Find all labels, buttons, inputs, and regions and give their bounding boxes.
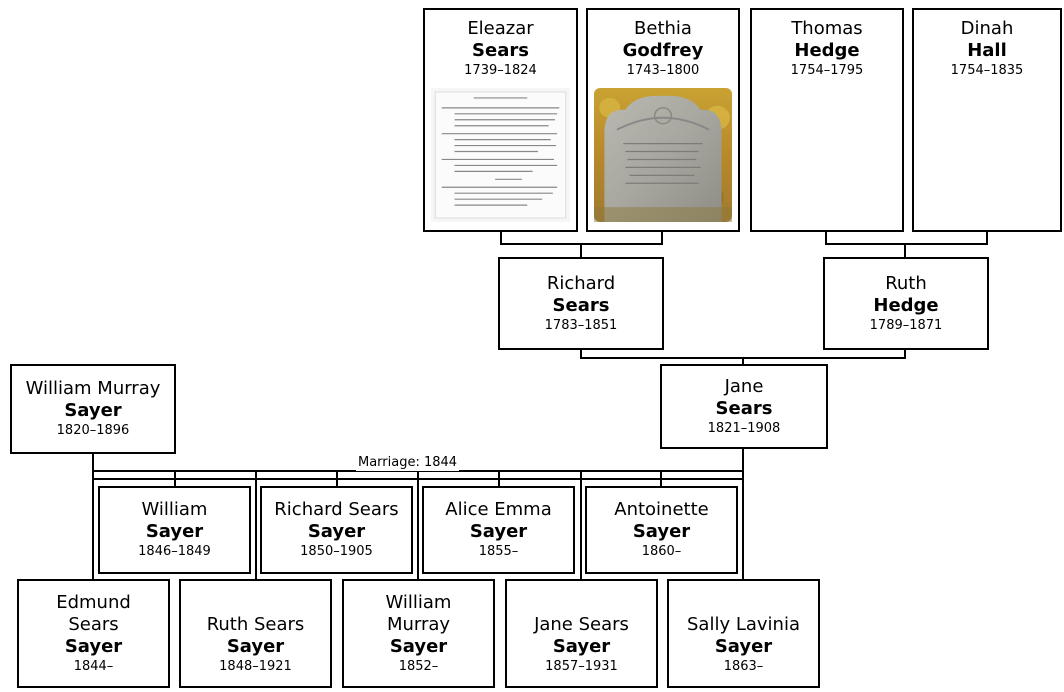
person-card-richard-sears[interactable]: Richard Sears 1783–1851 xyxy=(498,257,664,350)
given-name: Sally Lavinia xyxy=(687,613,800,635)
life-years: 1860– xyxy=(641,544,682,559)
connector-line xyxy=(742,470,744,581)
gravestone-photo[interactable] xyxy=(594,88,732,222)
given-name: Jane xyxy=(724,375,764,397)
person-card-thomas-hedge[interactable]: Thomas Hedge 1754–1795 xyxy=(750,8,904,232)
life-years: 1739–1824 xyxy=(464,63,537,78)
given-name: William xyxy=(385,591,452,613)
document-scan-image[interactable] xyxy=(431,88,570,222)
given-name: Alice Emma xyxy=(445,499,552,520)
life-years: 1863– xyxy=(723,658,764,674)
connector-line xyxy=(825,230,827,244)
surname: Sayer xyxy=(145,521,204,542)
given-name: Ruth xyxy=(885,272,927,294)
connector-line xyxy=(742,357,744,365)
given-name: Bethia xyxy=(634,18,692,39)
life-years: 1846–1849 xyxy=(138,544,211,559)
person-card-child[interactable]: Sally Lavinia Sayer 1863– xyxy=(667,579,820,688)
person-card-child[interactable]: Richard Sears Sayer 1850–1905 xyxy=(260,486,413,574)
surname: Sayer xyxy=(226,635,285,657)
connector-line xyxy=(580,348,582,358)
person-card-jane-sears[interactable]: Jane Sears 1821–1908 xyxy=(660,364,828,449)
given-name: Sears xyxy=(68,613,119,635)
surname: Sayer xyxy=(632,521,691,542)
life-years: 1820–1896 xyxy=(56,423,130,438)
given-name: Ruth Sears xyxy=(206,613,305,635)
surname: Sears xyxy=(552,294,610,316)
person-card-child[interactable]: William Sayer 1846–1849 xyxy=(98,486,251,574)
marriage-label: Marriage: 1844 xyxy=(356,455,460,471)
given-name: Edmund xyxy=(56,591,131,613)
connector-line xyxy=(904,243,906,259)
person-card-child[interactable]: Antoinette Sayer 1860– xyxy=(585,486,738,574)
life-years: 1855– xyxy=(478,544,519,559)
given-name: Jane Sears xyxy=(534,613,629,635)
life-years: 1852– xyxy=(398,658,439,674)
given-name: Antoinette xyxy=(614,499,709,520)
life-years: 1848–1921 xyxy=(219,658,292,674)
person-card-william-murray-sayer[interactable]: William Murray Sayer 1820–1896 xyxy=(10,364,176,454)
person-card-dinah-hall[interactable]: Dinah Hall 1754–1835 xyxy=(912,8,1062,232)
connector-line xyxy=(661,230,663,244)
connector-line xyxy=(92,478,744,480)
surname: Sears xyxy=(715,397,773,419)
surname: Sayer xyxy=(64,400,122,421)
life-years: 1754–1795 xyxy=(790,63,864,78)
connector-line xyxy=(742,447,744,472)
connector-line xyxy=(580,243,582,259)
connector-line xyxy=(580,470,582,581)
given-name: Eleazar xyxy=(467,18,534,39)
life-years: 1743–1800 xyxy=(626,63,700,78)
surname: Godfrey xyxy=(622,40,704,61)
given-name: Murray xyxy=(386,613,451,635)
surname: Sayer xyxy=(64,635,123,657)
person-card-eleazar-sears[interactable]: Eleazar Sears 1739–1824 xyxy=(423,8,578,232)
connector-line xyxy=(825,243,988,245)
surname: Sayer xyxy=(714,635,773,657)
connector-line xyxy=(92,452,94,472)
given-name: William xyxy=(141,499,208,520)
connector-line xyxy=(255,470,257,581)
given-name: Thomas xyxy=(791,18,863,39)
life-years: 1857–1931 xyxy=(545,658,618,674)
life-years: 1783–1851 xyxy=(544,317,618,333)
surname: Sayer xyxy=(552,635,611,657)
connector-line xyxy=(986,230,988,244)
person-card-child[interactable]: Alice Emma Sayer 1855– xyxy=(422,486,575,574)
surname: Hedge xyxy=(794,40,860,61)
person-card-child[interactable]: William Murray Sayer 1852– xyxy=(342,579,495,688)
person-card-child[interactable]: Jane Sears Sayer 1857–1931 xyxy=(505,579,658,688)
connector-line xyxy=(500,230,502,244)
life-years: 1789–1871 xyxy=(869,317,943,333)
surname: Sayer xyxy=(389,635,448,657)
given-name: Dinah xyxy=(960,18,1014,39)
connector-line xyxy=(92,470,94,581)
surname: Sayer xyxy=(469,521,528,542)
surname: Hall xyxy=(967,40,1007,61)
person-card-ruth-hedge[interactable]: Ruth Hedge 1789–1871 xyxy=(823,257,989,350)
given-name: Richard Sears xyxy=(274,499,399,520)
life-years: 1754–1835 xyxy=(950,63,1024,78)
person-card-child[interactable]: Edmund Sears Sayer 1844– xyxy=(17,579,170,688)
person-card-bethia-godfrey[interactable]: Bethia Godfrey 1743–1800 xyxy=(586,8,740,232)
connector-line xyxy=(904,348,906,358)
connector-line xyxy=(417,470,419,581)
given-name: William Murray xyxy=(25,378,161,399)
life-years: 1850–1905 xyxy=(300,544,373,559)
surname: Sayer xyxy=(307,521,366,542)
life-years: 1821–1908 xyxy=(707,420,781,436)
person-card-child[interactable]: Ruth Sears Sayer 1848–1921 xyxy=(179,579,332,688)
given-name: Richard xyxy=(546,272,616,294)
surname: Sears xyxy=(472,40,529,61)
life-years: 1844– xyxy=(73,658,114,674)
surname: Hedge xyxy=(873,294,939,316)
